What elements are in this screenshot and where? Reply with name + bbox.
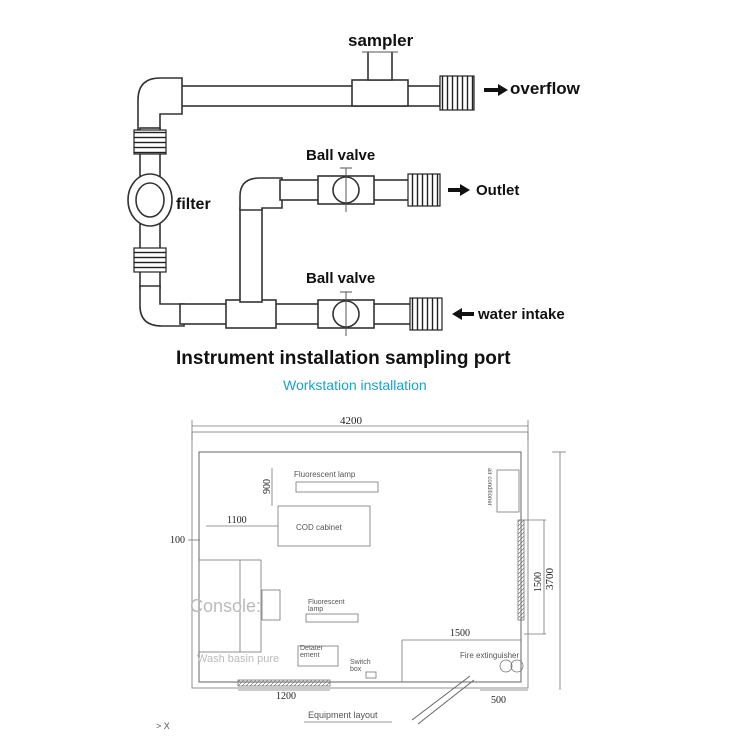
console-area	[198, 559, 262, 653]
piping-diagram: sampler overflow Ball valve Outlet filte…	[127, 31, 581, 369]
door-leaf	[411, 675, 471, 721]
fire-extinguisher-2	[510, 659, 524, 673]
switch-box-label-a: Switch	[350, 659, 371, 666]
dim-height-total: 3700	[544, 568, 556, 591]
floor-plan: 4200 3700 900 Fluorescent lamp air condi…	[156, 415, 566, 731]
ball-valve-top-label: Ball valve	[306, 147, 375, 164]
dim-bottom-right: 500	[491, 695, 506, 706]
dim-left-offset: 100	[170, 535, 185, 546]
fluorescent-lamp-2	[305, 613, 359, 623]
fire-extinguisher-1	[499, 659, 513, 673]
outlet-arrow-icon	[448, 184, 470, 196]
dim-cabinet-offset: 1100	[227, 515, 247, 526]
bottom-left-elbow	[139, 285, 185, 327]
room-wall	[198, 451, 522, 683]
water-heater-label-b: ement	[300, 652, 320, 659]
dim-bottom-left: 1200	[276, 691, 296, 702]
intake-arrow-icon	[452, 308, 474, 320]
sampler-tee	[351, 79, 409, 107]
filter-inner	[135, 182, 165, 218]
ball-valve-bottom-label: Ball valve	[306, 270, 375, 287]
water-heater	[297, 645, 339, 667]
outlet-label: Outlet	[476, 182, 519, 199]
cod-cabinet	[277, 505, 371, 547]
piping-caption: Instrument installation sampling port	[176, 348, 511, 369]
top-left-elbow	[137, 77, 183, 131]
overflow-connector	[439, 75, 475, 111]
riser-pipe	[239, 207, 263, 303]
dim-lower-right: 1500	[450, 628, 470, 639]
wash-basin-label: Wash basin pure	[197, 653, 279, 665]
water-heater-label-a: Detater	[300, 645, 324, 652]
outer-frame	[191, 431, 529, 689]
floor-plan-caption: Equipment layout	[308, 710, 378, 720]
air-conditioner	[496, 469, 520, 513]
console-desk	[261, 589, 281, 621]
switch-box-label-b: box	[350, 666, 362, 673]
sampler-stem	[367, 52, 393, 81]
dim-right-wall: 1500	[533, 572, 544, 592]
fluorescent-lamp-2-label-a: Fluorescent	[308, 599, 345, 606]
overflow-arrow-icon	[484, 84, 508, 96]
sampler-label: sampler	[348, 31, 414, 50]
upper-union	[133, 129, 167, 155]
overflow-label: overflow	[510, 79, 581, 98]
riser-elbow	[239, 177, 283, 211]
bottom-window	[237, 679, 331, 687]
section-title: Workstation installation	[283, 377, 427, 393]
dim-width-total: 4200	[340, 415, 363, 427]
fluorescent-lamp-2-label-b: lamp	[308, 606, 323, 613]
fire-extinguisher-label: Fire extinguisher	[460, 651, 519, 660]
air-conditioner-label: air conditioner	[486, 468, 492, 506]
filter-label: filter	[176, 196, 211, 213]
corner-mark: > X	[156, 721, 170, 731]
lower-union	[133, 247, 167, 273]
water-intake-label: water intake	[477, 306, 565, 323]
fluorescent-lamp-1	[295, 481, 379, 493]
intake-connector	[409, 297, 443, 331]
cod-cabinet-label: COD cabinet	[296, 523, 343, 532]
console-label: Console:	[190, 596, 261, 616]
switch-box	[365, 671, 377, 679]
fluorescent-lamp-1-label: Fluorescent lamp	[294, 470, 356, 479]
dim-top-offset: 900	[262, 479, 273, 494]
outlet-connector	[407, 173, 441, 207]
right-window	[517, 519, 525, 621]
bottom-pipe	[179, 303, 421, 325]
bottom-tee	[225, 299, 277, 329]
